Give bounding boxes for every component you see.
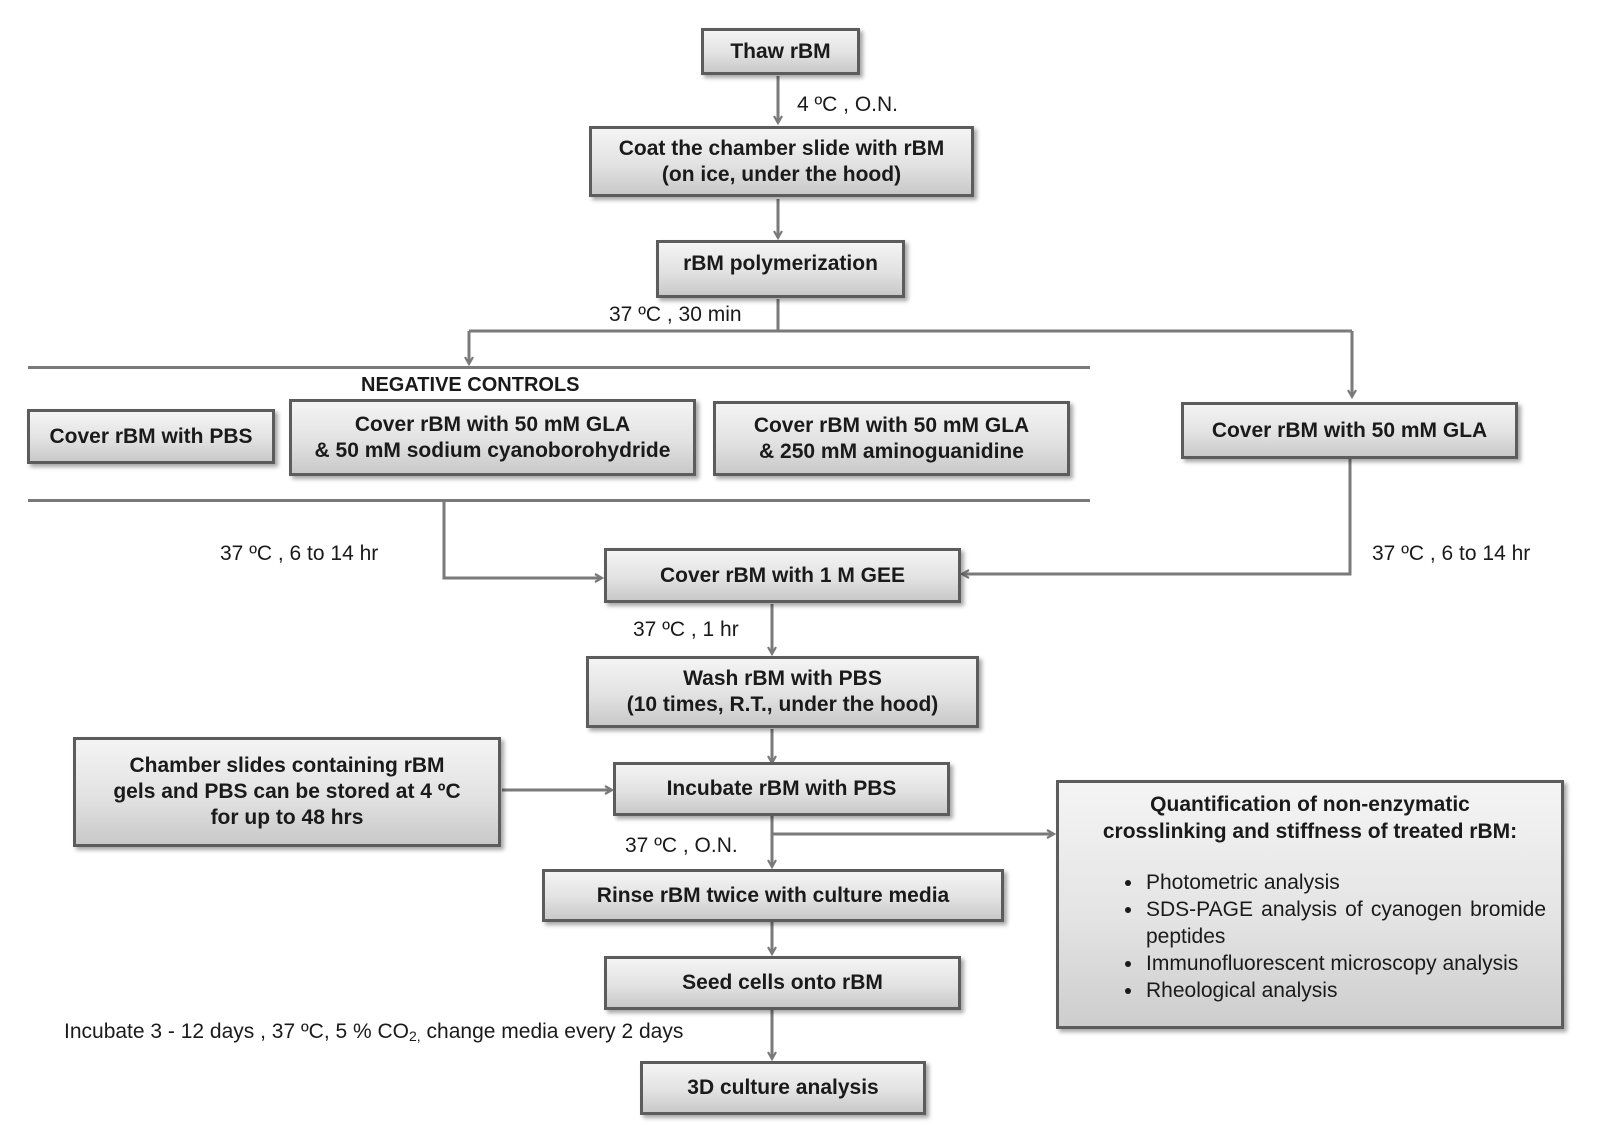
control-pbs-label: Cover rBM with PBS <box>49 424 253 448</box>
arrow-controls-to-gee <box>442 500 602 578</box>
step-coat-line2: (on ice, under the hood) <box>661 162 902 186</box>
control-gla-cyano-line2: & 50 mM sodium cyanoborohydride <box>314 438 671 462</box>
note-storage-line2: gels and PBS can be stored at 4 ºC <box>113 780 461 803</box>
control-gla-cyano-line1: Cover rBM with 50 mM GLA <box>354 412 631 436</box>
quantification-item: SDS-PAGE analysis of cyanogen bromide pe… <box>1144 896 1546 950</box>
step-wash-rbm: Wash rBM with PBS (10 times, R.T., under… <box>586 656 979 728</box>
step-cover-gee: Cover rBM with 1 M GEE <box>604 548 961 603</box>
condition-controls-incubation: 37 ºC , 6 to 14 hr <box>220 542 379 565</box>
culture-text-part1: Incubate 3 - 12 days , 37 ºC, 5 % CO <box>64 1020 410 1043</box>
negative-controls-bottom-rule <box>28 499 1090 502</box>
step-wash-line1: Wash rBM with PBS <box>683 667 882 690</box>
condition-culture-incubation: Incubate 3 - 12 days , 37 ºC, 5 % CO2, c… <box>64 1019 683 1046</box>
note-storage: Chamber slides containing rBM gels and P… <box>73 737 501 847</box>
step-cover-gla: Cover rBM with 50 mM GLA <box>1181 402 1518 459</box>
step-thaw-rbm: Thaw rBM <box>701 28 860 75</box>
negative-controls-top-rule <box>28 366 1090 369</box>
culture-text-part2: change media every 2 days <box>420 1020 684 1043</box>
step-gla-label: Cover rBM with 50 mM GLA <box>1211 418 1488 442</box>
condition-gla-incubation: 37 ºC , 6 to 14 hr <box>1372 542 1531 565</box>
note-storage-line3: for up to 48 hrs <box>210 806 364 829</box>
step-polymerization-label: rBM polymerization <box>683 252 878 275</box>
quantification-item: Rheological analysis <box>1144 977 1546 1004</box>
step-coat-chamber-slide: Coat the chamber slide with rBM (on ice,… <box>589 126 974 197</box>
step-rinse-label: Rinse rBM twice with culture media <box>596 883 950 907</box>
step-seed-label: Seed cells onto rBM <box>682 971 883 994</box>
control-gla-amino-line1: Cover rBM with 50 mM GLA <box>753 413 1030 437</box>
negative-controls-title: NEGATIVE CONTROLS <box>361 374 580 396</box>
quantification-title: Quantification of non-enzymatic crosslin… <box>1059 783 1561 845</box>
step-incubate-label: Incubate rBM with PBS <box>666 777 897 800</box>
step-wash-line2: (10 times, R.T., under the hood) <box>626 693 939 716</box>
control-gla-aminoguanidine: Cover rBM with 50 mM GLA & 250 mM aminog… <box>713 401 1070 476</box>
quantification-item: Photometric analysis <box>1144 869 1546 896</box>
condition-gee-incubation: 37 ºC , 1 hr <box>633 618 739 641</box>
condition-thaw-to-coat: 4 ºC , O.N. <box>797 93 899 116</box>
step-seed-cells: Seed cells onto rBM <box>604 956 961 1010</box>
note-storage-line1: Chamber slides containing rBM <box>129 754 445 777</box>
step-gee-label: Cover rBM with 1 M GEE <box>659 563 906 587</box>
control-gla-amino-line2: & 250 mM aminoguanidine <box>759 439 1024 463</box>
step-rbm-polymerization: rBM polymerization <box>656 240 905 298</box>
step-rinse-rbm: Rinse rBM twice with culture media <box>542 869 1004 922</box>
quantification-panel: Quantification of non-enzymatic crosslin… <box>1056 780 1564 1029</box>
step-analysis-label: 3D culture analysis <box>687 1076 879 1099</box>
arrow-gla-to-gee <box>962 458 1352 574</box>
quantification-title-line2: crosslinking and stiffness of treated rB… <box>1102 820 1518 843</box>
condition-pbs-incubation: 37 ºC , O.N. <box>625 834 738 857</box>
control-gla-cyanoborohydride: Cover rBM with 50 mM GLA & 50 mM sodium … <box>289 399 696 476</box>
condition-polymerization: 37 ºC , 30 min <box>609 303 742 326</box>
step-coat-line1: Coat the chamber slide with rBM <box>618 136 945 160</box>
quantification-list: Photometric analysis SDS-PAGE analysis o… <box>1059 869 1561 1004</box>
quantification-title-line1: Quantification of non-enzymatic <box>1150 793 1470 816</box>
step-thaw-label: Thaw rBM <box>730 39 831 63</box>
step-3d-culture-analysis: 3D culture analysis <box>640 1061 926 1115</box>
control-cover-pbs: Cover rBM with PBS <box>27 409 275 464</box>
step-incubate-rbm: Incubate rBM with PBS <box>613 762 950 816</box>
culture-co2-subscript: 2, <box>409 1028 421 1044</box>
quantification-item: Immunofluorescent microscopy analysis <box>1144 950 1546 977</box>
